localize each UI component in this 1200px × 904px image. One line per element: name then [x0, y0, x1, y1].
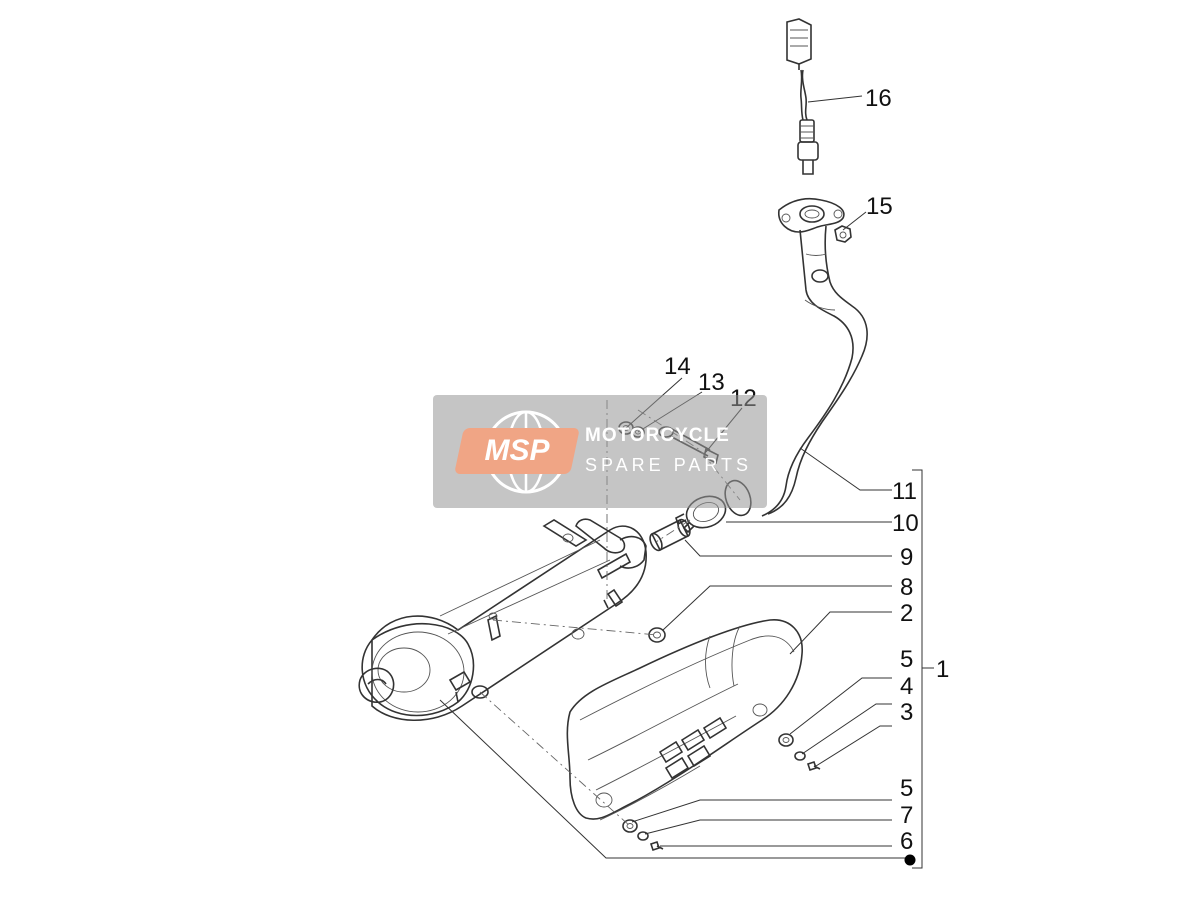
callout-7: 7 — [900, 802, 913, 829]
msp-logo-badge: MSP — [454, 428, 580, 474]
lambda-sensor-part — [786, 18, 819, 175]
callout-1: 1 — [936, 656, 949, 683]
callout-11: 11 — [892, 478, 917, 505]
watermark-line-2: SPARE PARTS — [585, 455, 753, 475]
callout-8: 8 — [900, 574, 913, 601]
sleeve-gasket-part — [649, 518, 691, 552]
bullet-dot-6 — [904, 854, 916, 866]
watermark-line-1: MOTORCYCLE — [585, 425, 730, 446]
rubber-grommet-part — [648, 627, 666, 643]
guard-fastener-set-part — [622, 733, 821, 852]
callout-leader-lines — [439, 95, 934, 869]
callout-6: 6 — [900, 828, 913, 855]
heat-guard-part — [566, 619, 803, 821]
callout-13: 13 — [698, 369, 725, 396]
callout-15: 15 — [866, 193, 893, 220]
callout-3: 3 — [900, 699, 913, 726]
callout-2: 2 — [900, 600, 913, 627]
flange-nut-part — [834, 225, 852, 243]
callout-9: 9 — [900, 544, 913, 571]
callout-5-lower: 5 — [900, 775, 913, 802]
callout-4: 4 — [900, 673, 913, 700]
exhaust-manifold-pipe-part — [724, 197, 868, 517]
callout-16: 16 — [865, 85, 892, 112]
callout-14: 14 — [664, 353, 691, 380]
msp-watermark: MSP MOTORCYCLE SPARE PARTS — [433, 395, 767, 508]
msp-logo-text: MSP — [484, 434, 550, 467]
callout-10: 10 — [892, 510, 919, 537]
silencer-muffler-part — [358, 518, 647, 721]
callout-5-upper: 5 — [900, 646, 913, 673]
